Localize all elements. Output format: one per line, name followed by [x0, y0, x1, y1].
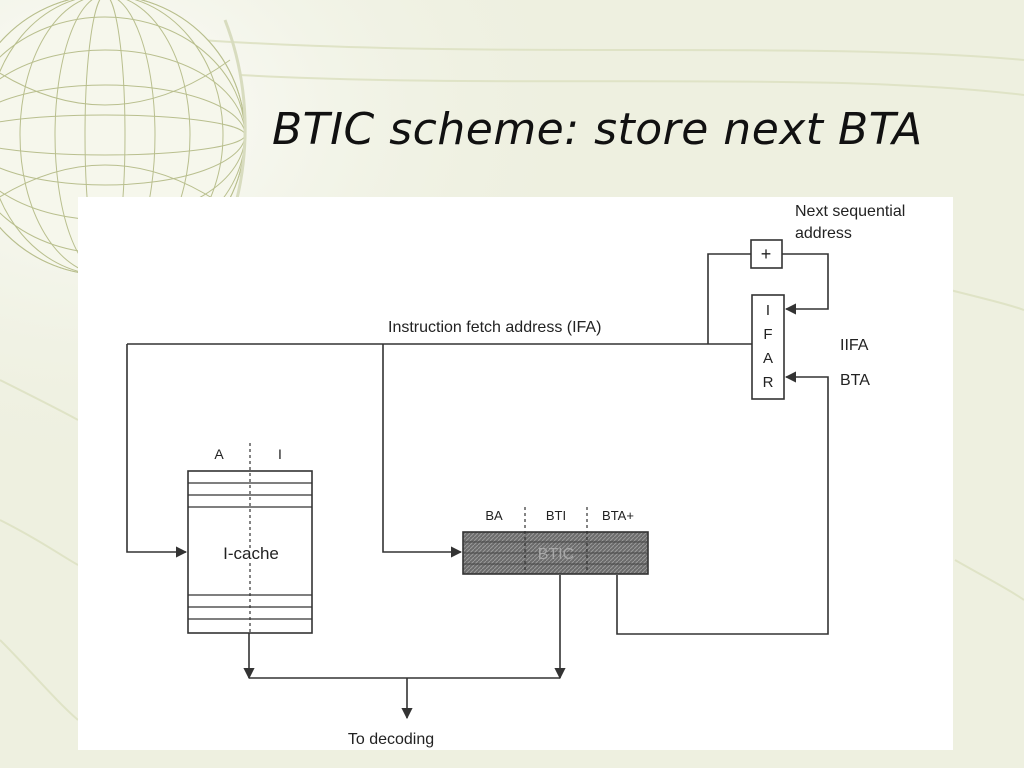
adder-symbol: +: [761, 244, 772, 264]
diagram-panel: + I F A R Next sequential address IIFA B…: [78, 197, 953, 750]
btic-col-bta-plus-label: BTA+: [602, 508, 634, 523]
btic-col-ba-label: BA: [485, 508, 503, 523]
adder-box: [750, 239, 783, 269]
icache-label: I-cache: [223, 544, 279, 563]
iifa-label: IIFA: [840, 337, 869, 354]
ifar-register: [751, 294, 785, 400]
icache-col-a-label: A: [214, 446, 224, 462]
next-sequential-label-line2: address: [795, 225, 852, 242]
btic-diagram: + I F A R Next sequential address IIFA B…: [126, 203, 905, 748]
ifar-letter-f: F: [763, 326, 772, 343]
btic-label: BTIC: [538, 546, 574, 563]
btic-block: [462, 507, 649, 575]
ifar-letter-r: R: [763, 374, 774, 391]
bta-label: BTA: [840, 372, 870, 389]
icache-block: [187, 443, 313, 634]
ifa-label: Instruction fetch address (IFA): [388, 319, 601, 336]
ifar-letter-a: A: [763, 350, 773, 367]
btic-col-bti-label: BTI: [546, 508, 566, 523]
next-sequential-label-line1: Next sequential: [795, 203, 905, 220]
ifa-to-btic-path: [382, 344, 463, 558]
to-decoding-label: To decoding: [348, 731, 434, 748]
adder-to-ifar-path: [782, 253, 829, 315]
bta-feedback-path: [616, 371, 829, 635]
ifa-to-adder-path: [707, 253, 751, 344]
ifar-letter-i: I: [766, 302, 770, 319]
ifa-to-icache-path: [126, 344, 188, 558]
icache-col-i-label: I: [278, 446, 282, 462]
slide-title: BTIC scheme: store next BTA: [272, 104, 923, 155]
